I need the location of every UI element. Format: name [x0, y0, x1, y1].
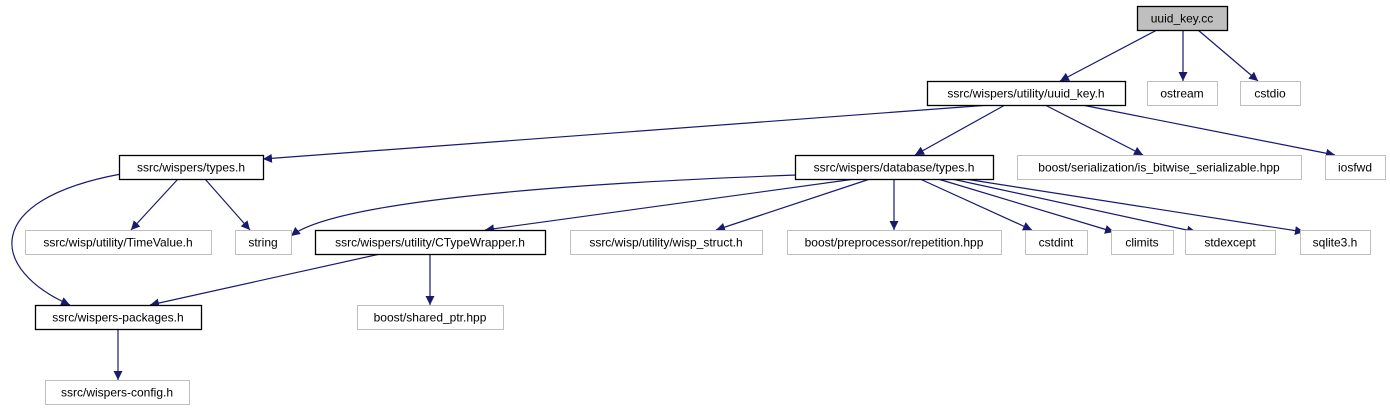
edge-uuid_key_cc-to-cstdio	[1197, 29, 1259, 82]
node-box	[1240, 81, 1301, 106]
node-box	[357, 305, 504, 330]
edge-database_types_h-to-climits	[937, 178, 1115, 234]
node-stdexcept: stdexcept	[1185, 230, 1276, 255]
node-label: uuid_key.cc	[1151, 12, 1213, 26]
edge-database_types_h-to-stdexcept	[951, 178, 1197, 235]
edge-uuid_key_h-to-database_types_h	[914, 104, 1006, 156]
node-box	[926, 80, 1127, 107]
node-climits: climits	[1111, 230, 1174, 255]
node-box	[570, 230, 763, 255]
node-label: iosfwd	[1338, 161, 1372, 175]
node-box	[1147, 81, 1218, 106]
node-iosfwd: iosfwd	[1325, 155, 1386, 180]
edge-uuid_key_cc-to-uuid_key_h	[1059, 29, 1158, 82]
node-cstdint: cstdint	[1025, 230, 1088, 255]
node-label: ostream	[1160, 87, 1203, 101]
node-label: ssrc/wispers/types.h	[137, 161, 245, 175]
node-label: sqlite3.h	[1313, 236, 1358, 250]
edge-uuid_key_h-to-wispers_types_h	[262, 104, 991, 163]
edge-wispers_types_h-to-packages	[11, 173, 122, 306]
node-box	[118, 154, 265, 181]
node-label: ssrc/wispers-packages.h	[52, 311, 183, 325]
node-box	[794, 154, 995, 181]
node-wispers-types-h[interactable]: ssrc/wispers/types.h	[118, 154, 265, 181]
node-label: cstdint	[1039, 236, 1074, 250]
node-label: boost/preprocessor/repetition.hpp	[805, 236, 984, 250]
node-box	[787, 230, 1002, 255]
node-shared-ptr: boost/shared_ptr.hpp	[357, 305, 504, 330]
edge-database_types_h-to-wisp_struct	[715, 178, 871, 232]
node-wisp-struct: ssrc/wisp/utility/wisp_struct.h	[570, 230, 763, 255]
node-label: ssrc/wisp/utility/wisp_struct.h	[589, 236, 742, 250]
node-label: boost/shared_ptr.hpp	[374, 311, 487, 325]
node-packages[interactable]: ssrc/wispers-packages.h	[34, 304, 203, 331]
node-label: ssrc/wispers-config.h	[61, 386, 173, 400]
node-ostream: ostream	[1147, 81, 1218, 106]
node-uuid-key-h[interactable]: ssrc/wispers/utility/uuid_key.h	[926, 80, 1127, 107]
edge-wispers_types_h-to-timevalue	[130, 178, 179, 231]
edge-database_types_h-to-ctypewrapper	[484, 178, 856, 234]
node-box	[1300, 230, 1371, 255]
node-label: climits	[1125, 236, 1158, 250]
node-timevalue: ssrc/wisp/utility/TimeValue.h	[25, 230, 212, 255]
node-label: ssrc/wispers/utility/CTypeWrapper.h	[335, 236, 525, 250]
node-cstdio: cstdio	[1240, 81, 1301, 106]
node-box	[25, 230, 212, 255]
node-database-types-h[interactable]: ssrc/wispers/database/types.h	[794, 154, 995, 181]
node-label: string	[248, 236, 277, 250]
nodes: uuid_key.cc ssrc/wispers/utility/uuid_key…	[25, 5, 1386, 405]
node-box	[1025, 230, 1088, 255]
node-config: ssrc/wispers-config.h	[45, 380, 190, 405]
edge-uuid_key_h-to-is_bitwise	[1044, 104, 1144, 156]
node-label: stdexcept	[1204, 236, 1256, 250]
edge-ctypewrapper-to-packages	[149, 253, 381, 308]
node-box	[1325, 155, 1386, 180]
edges	[11, 29, 1336, 380]
node-uuid-key-cc[interactable]: uuid_key.cc	[1136, 5, 1229, 32]
node-repetition: boost/preprocessor/repetition.hpp	[787, 230, 1002, 255]
edge-database_types_h-to-string	[290, 174, 798, 237]
node-string: string	[235, 230, 292, 255]
node-ctypewrapper[interactable]: ssrc/wispers/utility/CTypeWrapper.h	[314, 229, 547, 256]
node-box	[1017, 155, 1302, 180]
edge-database_types_h-to-sqlite3	[964, 178, 1305, 236]
node-box	[1185, 230, 1276, 255]
node-is-bitwise: boost/serialization/is_bitwise_serializa…	[1017, 155, 1302, 180]
node-box	[1136, 5, 1229, 32]
edge-wispers_types_h-to-string	[204, 178, 251, 231]
edge-uuid_key_h-to-iosfwd	[1081, 104, 1336, 158]
node-box	[34, 304, 203, 331]
node-box	[314, 229, 547, 256]
node-box	[45, 380, 190, 405]
node-sqlite3: sqlite3.h	[1300, 230, 1371, 255]
node-box	[1111, 230, 1174, 255]
node-label: ssrc/wisp/utility/TimeValue.h	[43, 236, 192, 250]
node-label: cstdio	[1254, 87, 1286, 101]
edge-database_types_h-to-cstdint	[919, 178, 1033, 231]
node-label: ssrc/wispers/database/types.h	[814, 161, 975, 175]
node-box	[235, 230, 292, 255]
node-label: ssrc/wispers/utility/uuid_key.h	[947, 87, 1104, 101]
node-label: boost/serialization/is_bitwise_serializa…	[1038, 161, 1280, 175]
